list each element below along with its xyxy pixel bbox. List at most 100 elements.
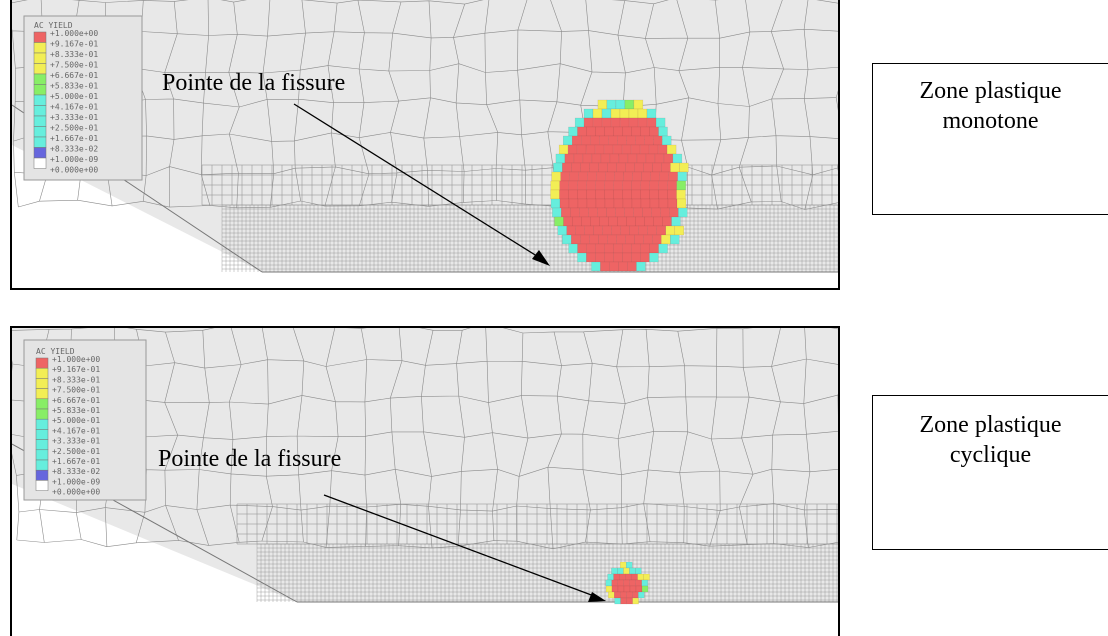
fem-mesh-figure: AC YIELD +1.000e+00+9.167e-01+8.333e-01+… <box>12 0 838 273</box>
plastic-cell <box>676 198 687 209</box>
plastic-cell <box>622 243 632 254</box>
plastic-cell <box>637 117 648 128</box>
legend: AC YIELD +1.000e+00+9.167e-01+8.333e-01+… <box>23 15 143 181</box>
plastic-cell <box>629 579 636 587</box>
plastic-cell <box>604 198 615 209</box>
plastic-cell <box>578 171 588 182</box>
legend-value: +3.333e-01 <box>52 437 100 446</box>
plastic-cell <box>623 579 630 587</box>
plastic-cell <box>667 189 677 200</box>
plastic-cell <box>586 198 597 209</box>
plastic-cell <box>625 573 632 581</box>
legend-swatch <box>35 357 49 369</box>
side-label-line: Zone plastique <box>919 78 1062 104</box>
arrow-head <box>532 250 550 266</box>
plastic-cell <box>608 591 615 599</box>
plastic-cell <box>616 234 626 245</box>
legend-swatch <box>35 418 49 430</box>
plastic-cell <box>631 198 642 209</box>
plastic-cell <box>613 180 623 191</box>
plastic-cell <box>611 585 619 593</box>
plastic-cell <box>590 216 600 227</box>
legend-swatch <box>33 94 47 106</box>
plastic-cell <box>626 135 636 146</box>
plastic-cell <box>616 162 626 173</box>
plastic-cell <box>635 216 645 227</box>
plastic-cell <box>579 207 589 218</box>
plastic-cell <box>580 162 590 173</box>
plastic-cell <box>646 108 657 119</box>
plastic-cell <box>559 180 569 191</box>
plastic-cell <box>619 573 626 581</box>
legend-swatch <box>33 42 47 54</box>
plastic-cell <box>615 207 625 218</box>
legend-swatch <box>35 449 49 461</box>
plastic-cell <box>662 216 672 227</box>
legend-value: +5.833e-01 <box>50 82 98 91</box>
plastic-cell <box>641 585 649 593</box>
legend-swatch <box>33 52 47 64</box>
plastic-cell <box>613 126 623 137</box>
plastic-cell <box>586 180 596 191</box>
plastic-cell <box>626 561 633 569</box>
plastic-cell <box>623 171 633 182</box>
legend-value: +4.167e-01 <box>50 103 98 112</box>
plastic-cell <box>631 243 641 254</box>
plastic-cell <box>577 243 587 254</box>
plastic-cell <box>595 252 605 263</box>
plastic-cell <box>604 252 614 263</box>
plastic-cell <box>670 162 680 173</box>
plastic-cell <box>619 117 630 128</box>
plastic-cell <box>576 144 587 155</box>
plastic-cell <box>667 198 678 209</box>
plastic-cell <box>620 597 627 605</box>
plastic-cell <box>658 189 668 200</box>
crack-tip-label: Pointe de la fissure <box>158 446 341 472</box>
legend-swatch <box>33 105 47 117</box>
plastic-cell <box>676 180 686 191</box>
legend-title: AC YIELD <box>36 347 75 356</box>
plastic-cell <box>677 171 687 182</box>
plastic-cell <box>624 207 634 218</box>
plastic-cell <box>610 117 621 128</box>
plastic-cell <box>598 162 608 173</box>
plastic-cell <box>568 189 578 200</box>
plastic-cell <box>586 252 596 263</box>
plastic-cell <box>611 567 618 575</box>
plastic-cell <box>614 171 624 182</box>
plastic-cell <box>572 216 582 227</box>
plastic-cell <box>604 243 614 254</box>
plastic-cell <box>614 597 621 605</box>
plastic-cell <box>604 189 614 200</box>
plastic-cell <box>613 189 623 200</box>
plastic-cell <box>618 261 628 272</box>
legend-swatch <box>33 63 47 75</box>
plastic-cell <box>601 117 612 128</box>
legend-value: +6.667e-01 <box>52 396 100 405</box>
plastic-cell <box>597 207 607 218</box>
plastic-cell <box>558 144 569 155</box>
plastic-cell <box>657 144 668 155</box>
plastic-cell <box>637 108 648 119</box>
plastic-cell <box>635 585 643 593</box>
plastic-cell <box>648 144 659 155</box>
plastic-cell <box>649 198 660 209</box>
plastic-cell <box>566 225 576 236</box>
legend-value: +8.333e-02 <box>52 467 100 476</box>
plastic-cell <box>667 180 677 191</box>
fem-panel-cyclique: AC YIELD +1.000e+00+9.167e-01+8.333e-01+… <box>10 326 840 636</box>
plastic-cell <box>640 252 650 263</box>
legend-value: +7.500e-01 <box>50 61 98 70</box>
plastic-cell <box>595 189 605 200</box>
plastic-cell <box>575 225 585 236</box>
plastic-cell <box>589 162 599 173</box>
plastic-cell <box>605 171 615 182</box>
plastic-cell <box>652 234 662 245</box>
plastic-cell <box>649 189 659 200</box>
plastic-cell <box>617 585 625 593</box>
plastic-cell <box>613 198 624 209</box>
plastic-cell <box>577 126 587 137</box>
plastic-cell <box>649 252 659 263</box>
plastic-cell <box>641 171 651 182</box>
plastic-cell <box>644 216 654 227</box>
